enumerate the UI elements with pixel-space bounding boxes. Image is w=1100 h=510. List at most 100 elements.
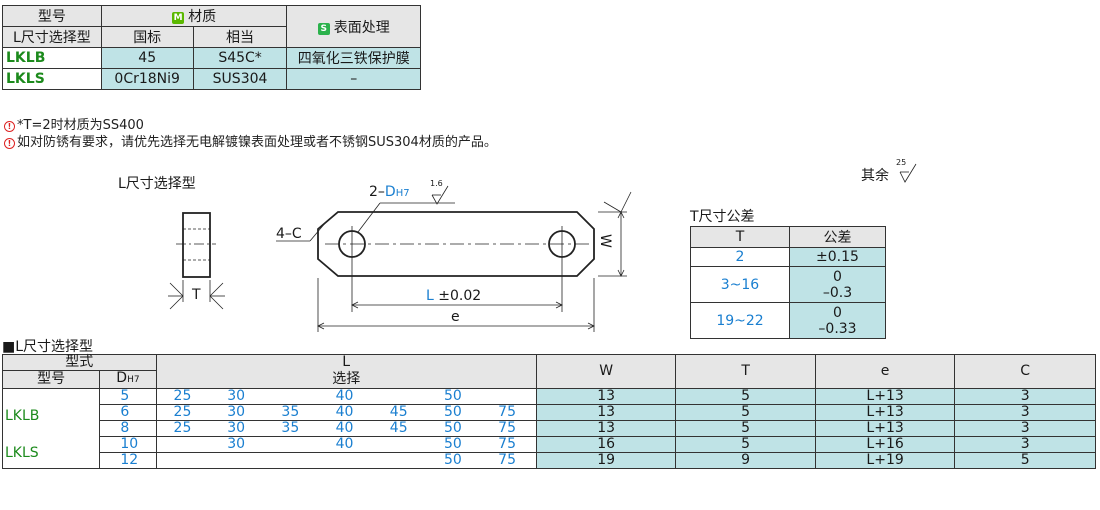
size-d-cell: 6 xyxy=(99,404,157,421)
size-l-cell xyxy=(372,436,427,453)
size-table-title: ■L尺寸选择型 xyxy=(2,339,94,355)
size-l-cell xyxy=(318,452,373,469)
note-material: !*T=2时材质为SS400 xyxy=(4,114,144,133)
size-c-cell: 3 xyxy=(954,420,1096,437)
size-c-cell: 3 xyxy=(954,436,1096,453)
size-d-cell: 8 xyxy=(99,420,157,437)
t-row: 3~16 0–0.3 xyxy=(690,266,886,303)
size-t-cell: 5 xyxy=(675,404,816,421)
size-l-cell: 45 xyxy=(372,420,427,437)
size-w-cell: 13 xyxy=(535,420,677,437)
size-l-cell xyxy=(264,452,319,469)
t-tolerance-table: T 公差 2 ±0.15 3~16 0–0.3 19~22 0–0.33 xyxy=(690,226,886,339)
size-header-e: e xyxy=(814,354,956,389)
material-row: LKLS 0Cr18Ni9 SUS304 – xyxy=(2,68,421,90)
size-l-cell xyxy=(372,452,427,469)
size-t-cell: 5 xyxy=(675,420,816,437)
size-model-cell: LKLB LKLS xyxy=(1,388,101,469)
size-e-cell: L+13 xyxy=(814,404,956,421)
size-l-cell: 50 xyxy=(426,388,482,405)
material-surface-cell: – xyxy=(286,68,421,90)
size-l-cell: 50 xyxy=(426,404,482,421)
hole-label: 2–DH7 xyxy=(369,184,410,200)
t-value: 2 xyxy=(690,247,790,267)
size-header-w: W xyxy=(535,354,677,389)
dim-l-label: L ±0.02 xyxy=(426,288,482,304)
material-badge-icon: M xyxy=(172,12,185,24)
size-l-cell: 30 xyxy=(210,404,265,421)
size-c-cell: 5 xyxy=(954,452,1096,469)
t-table-title: T尺寸公差 xyxy=(690,209,755,225)
size-l-cell: 75 xyxy=(481,404,537,421)
drawing-title: L尺寸选择型 xyxy=(118,176,196,192)
size-header-model: 型号 xyxy=(1,370,101,389)
size-l-cell: 25 xyxy=(155,388,211,405)
size-l-cell: 50 xyxy=(426,452,482,469)
size-l-cell xyxy=(155,436,211,453)
dim-e-label: e xyxy=(451,309,460,325)
size-l-cell: 40 xyxy=(318,404,373,421)
size-l-cell: 25 xyxy=(155,404,211,421)
size-l-cell xyxy=(210,452,265,469)
size-header-d: DH7 xyxy=(99,370,157,389)
size-l-cell: 50 xyxy=(426,436,482,453)
size-l-cell: 45 xyxy=(372,404,427,421)
size-l-cell: 40 xyxy=(318,420,373,437)
size-d-cell: 12 xyxy=(99,452,157,469)
rest-finish-label: 其余 xyxy=(861,168,889,184)
chamfer-label: 4–C xyxy=(276,226,302,242)
size-header-select: 选择 xyxy=(155,370,537,389)
tol-value: 0–0.3 xyxy=(789,266,886,303)
size-d-cell: 5 xyxy=(99,388,157,405)
size-l-cell xyxy=(155,452,211,469)
size-t-cell: 5 xyxy=(675,388,816,405)
tol-value: ±0.15 xyxy=(789,247,886,267)
material-header-gb: 国标 xyxy=(100,26,194,48)
size-l-cell: 25 xyxy=(155,420,211,437)
side-view-block xyxy=(182,212,211,278)
size-e-cell: L+16 xyxy=(814,436,956,453)
hole-finish-value: 1.6 xyxy=(430,179,443,188)
t-value: 19~22 xyxy=(690,302,790,339)
size-w-cell: 19 xyxy=(535,452,677,469)
size-t-cell: 9 xyxy=(675,452,816,469)
size-header-t: T xyxy=(675,354,816,389)
size-c-cell: 3 xyxy=(954,404,1096,421)
model-name: LKLS xyxy=(5,445,39,461)
size-l-cell: 35 xyxy=(264,404,319,421)
size-w-cell: 13 xyxy=(535,404,677,421)
size-header-type: 型式 xyxy=(2,354,157,371)
size-t-cell: 5 xyxy=(675,436,816,453)
material-model-cell: LKLS xyxy=(2,68,102,90)
size-header-c: C xyxy=(954,354,1096,389)
tol-header: 公差 xyxy=(789,226,886,248)
note-rust: !如对防锈有要求，请优先选择无电解镀镍表面处理或者不锈钢SUS304材质的产品。 xyxy=(4,131,497,150)
size-e-cell: L+19 xyxy=(814,452,956,469)
material-gb-cell: 45 xyxy=(100,47,194,69)
t-value: 3~16 xyxy=(690,266,790,303)
size-l-cell xyxy=(372,388,427,405)
size-l-cell: 75 xyxy=(481,420,537,437)
dim-t-label: T xyxy=(192,287,201,303)
material-gb-cell: 0Cr18Ni9 xyxy=(100,68,194,90)
model-name: LKLB xyxy=(5,408,40,424)
material-equiv-cell: SUS304 xyxy=(192,68,288,90)
size-e-cell: L+13 xyxy=(814,420,956,437)
dim-w-label: W xyxy=(597,234,613,248)
size-l-cell: 35 xyxy=(264,420,319,437)
size-header-l: L xyxy=(155,354,537,371)
t-row: 19~22 0–0.33 xyxy=(690,302,886,339)
size-w-cell: 16 xyxy=(535,436,677,453)
material-equiv-cell: S45C* xyxy=(192,47,288,69)
t-row: 2 ±0.15 xyxy=(690,247,886,267)
size-l-cell: 30 xyxy=(210,436,265,453)
material-subheader-model: L尺寸选择型 xyxy=(2,26,102,48)
material-row: LKLB 45 S45C* 四氧化三铁保护膜 xyxy=(2,47,421,69)
